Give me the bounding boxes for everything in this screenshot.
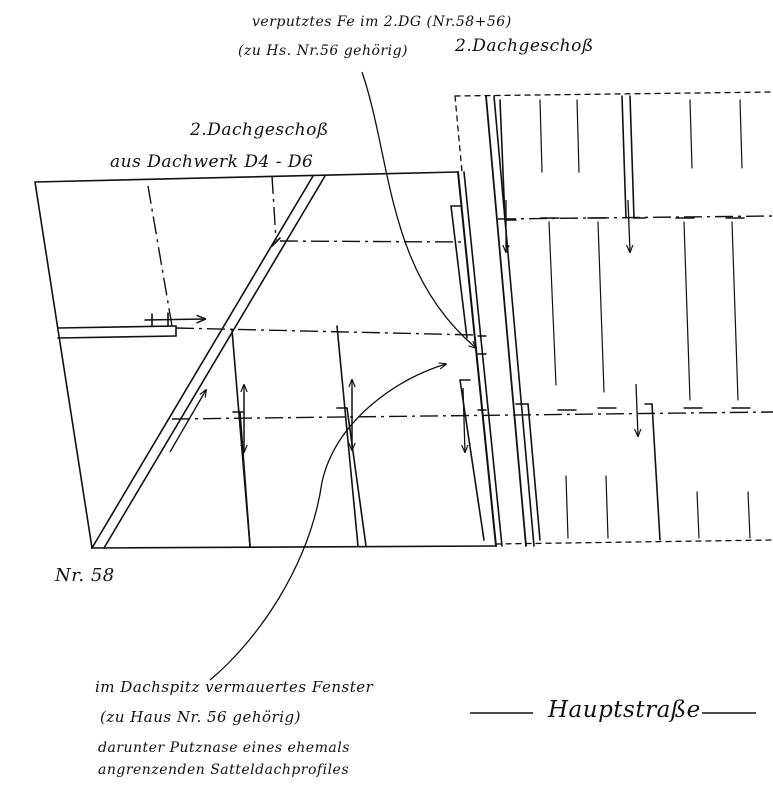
- axis-line-3: [171, 411, 773, 420]
- building-number-label: Nr. 58: [55, 565, 115, 586]
- bottom-note-line3: darunter Putznase eines ehemals: [98, 740, 350, 756]
- arrow-r5: [628, 199, 630, 252]
- arrow-r6: [636, 383, 638, 436]
- bottom-note-line1: im Dachspitz vermauertes Fenster: [95, 678, 374, 696]
- mid-source-label: aus Dachwerk D4 - D6: [110, 152, 314, 172]
- rafters-58: [231, 205, 485, 547]
- axis-line-4: [497, 215, 773, 220]
- bottom-note-line2: (zu Haus Nr. 56 gehörig): [100, 708, 301, 726]
- rafter-stubs-bottom: [565, 475, 751, 539]
- top-note-line2: (zu Hs. Nr.56 gehörig): [238, 43, 409, 59]
- bottom-note-line4: angrenzenden Satteldachprofiles: [98, 762, 350, 778]
- building-58-outline: [34, 171, 503, 549]
- leader-bottom-note: [209, 364, 446, 681]
- rafter-stubs-top: [539, 99, 743, 173]
- leader-top-note: [361, 71, 476, 348]
- mid-floor-label: 2.Dachgeschoß: [190, 120, 329, 140]
- rafter-stubs-middle: [548, 221, 739, 401]
- diagonal-rafter: [91, 175, 326, 549]
- arrow-diag: [169, 390, 206, 453]
- building-56-extent: [454, 91, 773, 545]
- axis-line-6: [271, 175, 277, 241]
- top-right-floor-label: 2.Dachgeschoß: [455, 36, 594, 56]
- left-beam: [57, 312, 205, 339]
- axis-line-5: [147, 185, 173, 327]
- rafters-56: [485, 95, 661, 547]
- axis-line-1: [279, 240, 463, 243]
- arrow-r3: [463, 387, 465, 452]
- street-label: Hauptstraße: [548, 697, 701, 723]
- top-note-line1: verputztes Fe im 2.DG (Nr.58+56): [252, 14, 512, 30]
- axis-line-2: [175, 327, 477, 336]
